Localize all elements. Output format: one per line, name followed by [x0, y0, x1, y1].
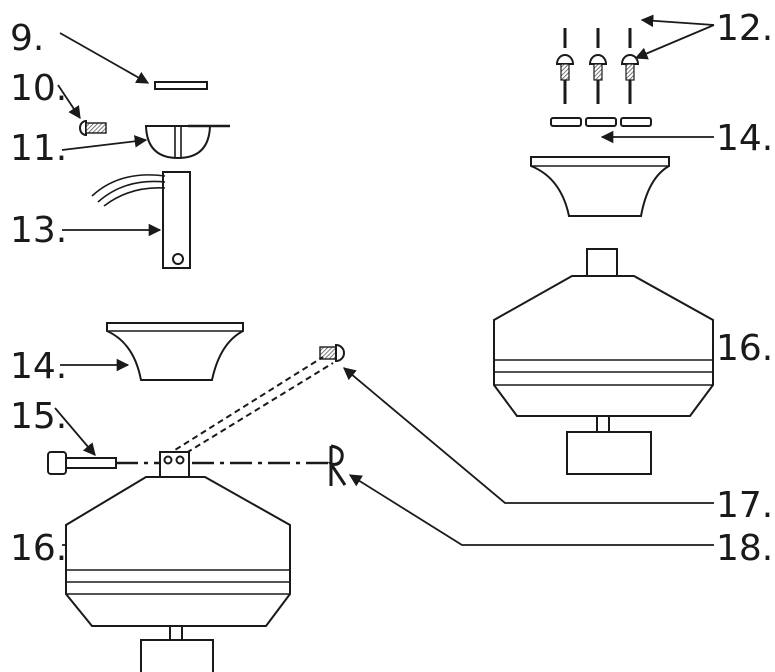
leader-12b: [634, 24, 715, 60]
cotter-pin-part-18: [327, 444, 347, 486]
set-screw-part-10: [79, 119, 107, 137]
label-11: 11.: [10, 128, 67, 169]
washer-plate-part-9: [154, 81, 208, 90]
motor-housing-part-16-right: [493, 248, 714, 475]
leader-17: [343, 367, 714, 504]
label-13: 13.: [10, 210, 67, 251]
label-14-left: 14.: [10, 346, 67, 387]
hanger-pin-part-15: [47, 451, 117, 475]
label-15: 15.: [10, 396, 67, 437]
leader-9: [59, 32, 150, 84]
canopy-cup-part-11: [144, 124, 230, 160]
leader-10: [57, 84, 81, 120]
screw-part-17: [319, 343, 345, 363]
label-14-right: 14.: [716, 118, 773, 159]
leader-15: [54, 407, 96, 456]
leader-12a: [640, 14, 715, 28]
label-16-left: 16.: [10, 528, 67, 569]
label-12: 12.: [716, 8, 773, 49]
screw-path-dashed-1: [166, 356, 324, 456]
canopy-part-14-left: [106, 322, 244, 381]
label-16-right: 16.: [716, 328, 773, 369]
motor-housing-part-16-left: [65, 451, 291, 672]
label-10: 10.: [10, 68, 67, 109]
canopy-right: [530, 156, 670, 217]
label-18: 18.: [716, 528, 773, 569]
screws-part-12: [555, 28, 640, 104]
leader-18: [348, 474, 714, 546]
downrod-part-13: [91, 171, 191, 269]
leader-11: [61, 135, 148, 151]
label-17: 17.: [716, 485, 773, 526]
screw-path-dashed-2: [177, 362, 334, 459]
label-9: 9.: [10, 18, 44, 59]
washers-part-14-right: [550, 117, 652, 127]
